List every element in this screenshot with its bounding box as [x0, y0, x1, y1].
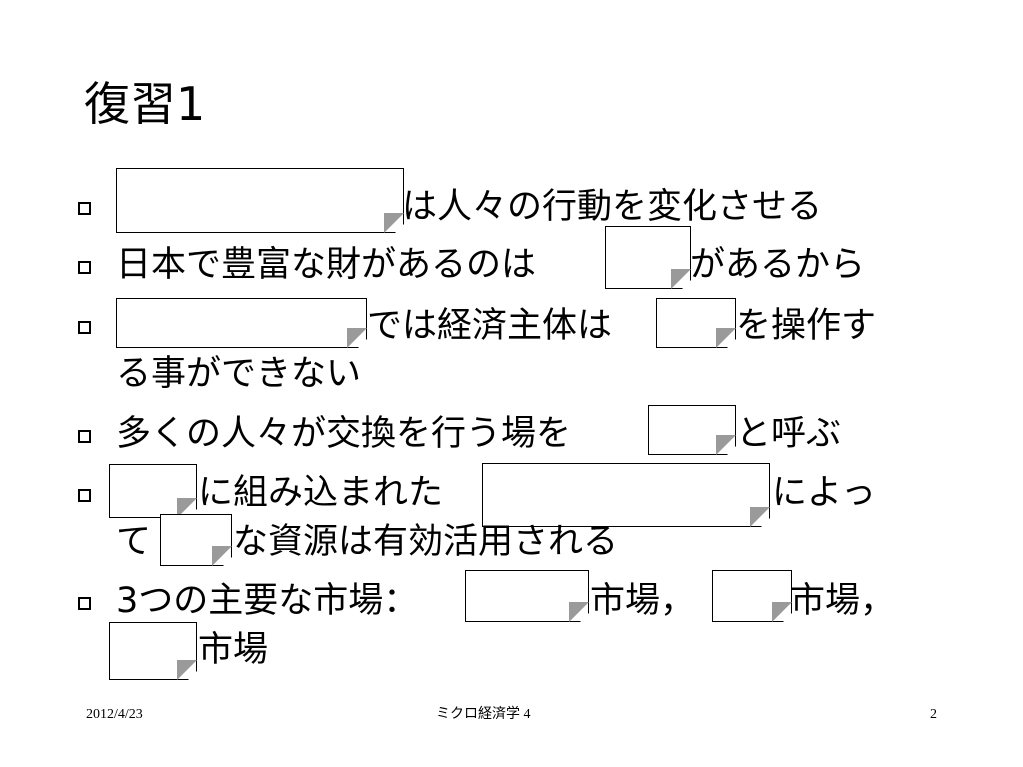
footer-course: ミクロ経済学 4 — [436, 707, 531, 722]
bullet-4-text-a: 多くの人々が交換を行う場を — [116, 414, 572, 454]
slide-title: 復習1 — [84, 77, 206, 131]
answer-blank-6[interactable] — [109, 464, 197, 518]
bullet-marker-1 — [78, 202, 91, 215]
footer-page-number: 2 — [930, 707, 937, 722]
bullet-4-text-b: と呼ぶ — [736, 414, 842, 454]
bullet-2-text-a: 日本で豊富な財があるのは — [116, 245, 537, 285]
bullet-5-text-a: に組み込まれた — [198, 473, 444, 513]
answer-blank-9[interactable] — [465, 570, 589, 622]
bullet-marker-2 — [78, 261, 91, 274]
bullet-marker-5 — [78, 489, 91, 502]
answer-blank-3[interactable] — [116, 298, 367, 348]
bullet-1-text: は人々の行動を変化させる — [402, 187, 823, 227]
bullet-marker-3 — [78, 321, 91, 334]
bullet-6-text-a: 3つの主要な市場： — [116, 581, 419, 621]
bullet-5-text-b: によっ — [772, 473, 876, 513]
bullet-3-text-a: では経済主体は — [367, 306, 613, 346]
bullet-2-text-b: があるから — [690, 245, 866, 285]
bullet-5-text-d: な資源は有効活用される — [233, 522, 619, 562]
answer-blank-8[interactable] — [160, 514, 232, 566]
bullet-6-text-d: 市場 — [198, 630, 269, 670]
answer-blank-4[interactable] — [656, 298, 736, 348]
answer-blank-7[interactable] — [482, 463, 770, 527]
bullet-5-text-c: て — [116, 522, 152, 562]
footer-date: 2012/4/23 — [86, 707, 143, 722]
bullet-6-text-b: 市場， — [590, 581, 696, 621]
bullet-marker-4 — [78, 430, 91, 443]
answer-blank-5[interactable] — [648, 405, 736, 455]
answer-blank-2[interactable] — [605, 226, 691, 289]
answer-blank-11[interactable] — [109, 622, 197, 680]
bullet-6-text-c: 市場， — [790, 581, 896, 621]
bullet-3-text-b: を操作す — [736, 306, 877, 346]
bullet-3-text-c: る事ができない — [116, 354, 362, 394]
answer-blank-10[interactable] — [712, 570, 792, 622]
bullet-marker-6 — [78, 597, 91, 610]
answer-blank-1[interactable] — [116, 168, 404, 233]
